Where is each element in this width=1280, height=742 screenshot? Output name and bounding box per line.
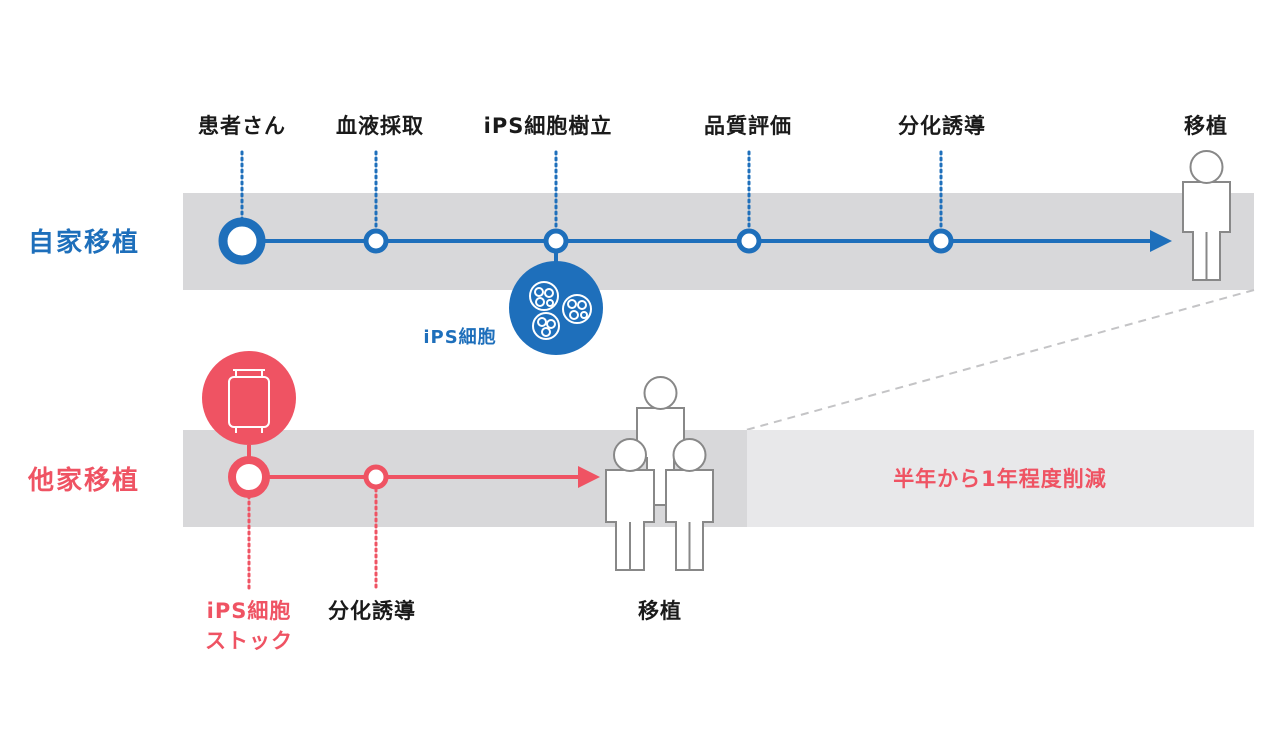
allogeneic-row-title: 他家移植 — [27, 465, 140, 496]
step-label-ips-establishment: iPS細胞樹立 — [484, 114, 613, 138]
node-quality-evaluation — [736, 228, 762, 254]
node-differentiation — [928, 228, 954, 254]
person-icon — [1182, 150, 1231, 281]
node-patient — [218, 217, 266, 265]
node-ips-establishment — [543, 228, 569, 254]
autologous-arrowhead — [1150, 230, 1172, 252]
cells-label: iPS細胞 — [423, 326, 496, 348]
reduction-note: 半年から1年程度削減 — [893, 467, 1107, 491]
step-label-transplant: 移植 — [1184, 114, 1228, 138]
step-label-quality-evaluation: 品質評価 — [704, 114, 792, 138]
person-front-right — [665, 438, 714, 571]
reduction-band — [747, 430, 1254, 527]
storage-tank-icon — [228, 369, 270, 433]
autologous-row-title: 自家移植 — [28, 227, 140, 258]
autologous-dotted-connectors — [240, 150, 943, 230]
step-label-patient: 患者さん — [198, 114, 286, 138]
person-front-left — [605, 438, 655, 571]
allogeneic-differentiation-label: 分化誘導 — [328, 599, 416, 623]
node-ips-stock — [228, 456, 270, 498]
cells-bubble — [509, 261, 603, 355]
ips-stock-label-line1: iPS細胞 — [207, 599, 292, 623]
ips-stock-label-line2: ストック — [205, 629, 293, 653]
allogeneic-dotted-connectors — [247, 487, 378, 590]
reduction-guide-line — [745, 289, 1255, 431]
cells-icon — [529, 281, 592, 340]
allogeneic-arrowhead — [578, 466, 600, 488]
people-group-icon — [605, 376, 714, 571]
step-label-differentiation: 分化誘導 — [898, 114, 986, 138]
node-allogeneic-differentiation — [363, 464, 389, 490]
step-label-blood-collection: 血液採取 — [336, 114, 424, 138]
node-blood-collection — [363, 228, 389, 254]
stock-bubble — [202, 351, 296, 445]
allogeneic-transplant-label: 移植 — [638, 599, 682, 623]
